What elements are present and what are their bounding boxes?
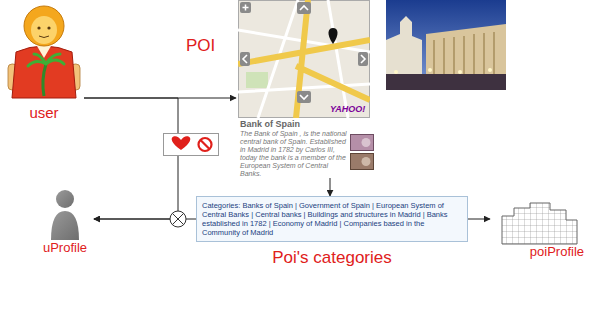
user-profile: uProfile (36, 186, 94, 255)
actor-label: user (4, 104, 84, 121)
flow-arrow (468, 219, 490, 220)
poi-title: Bank of Spain (240, 119, 376, 130)
categories-box: Categories: Banks of Spain | Government … (196, 196, 468, 242)
building-photo (386, 0, 506, 90)
poi-panel: POIBank of SpainThe Bank of Spain , is t… (236, 0, 376, 178)
box-caption: Poi's categories (197, 248, 467, 268)
profile-label: uProfile (36, 240, 94, 255)
poiprofile-icon (500, 201, 580, 246)
combine-operator (170, 211, 186, 227)
map-image (238, 0, 370, 118)
uprofile-silhouette (49, 188, 81, 240)
flow-arrow (330, 178, 331, 196)
map-logo: YAHOO! (330, 104, 365, 114)
preference-box (164, 134, 219, 156)
category-list: Categories: Banks of Spain | Government … (202, 201, 462, 237)
flow-arrow (84, 98, 178, 219)
banknote-images (350, 134, 374, 170)
user-actor: user (4, 4, 84, 121)
user-figure (6, 4, 82, 102)
poi-label: POI (186, 36, 215, 56)
poi-profile: poiProfile (490, 198, 584, 259)
poi-description: The Bank of Spain , is the national cent… (240, 130, 348, 178)
profile-label: poiProfile (490, 244, 584, 259)
